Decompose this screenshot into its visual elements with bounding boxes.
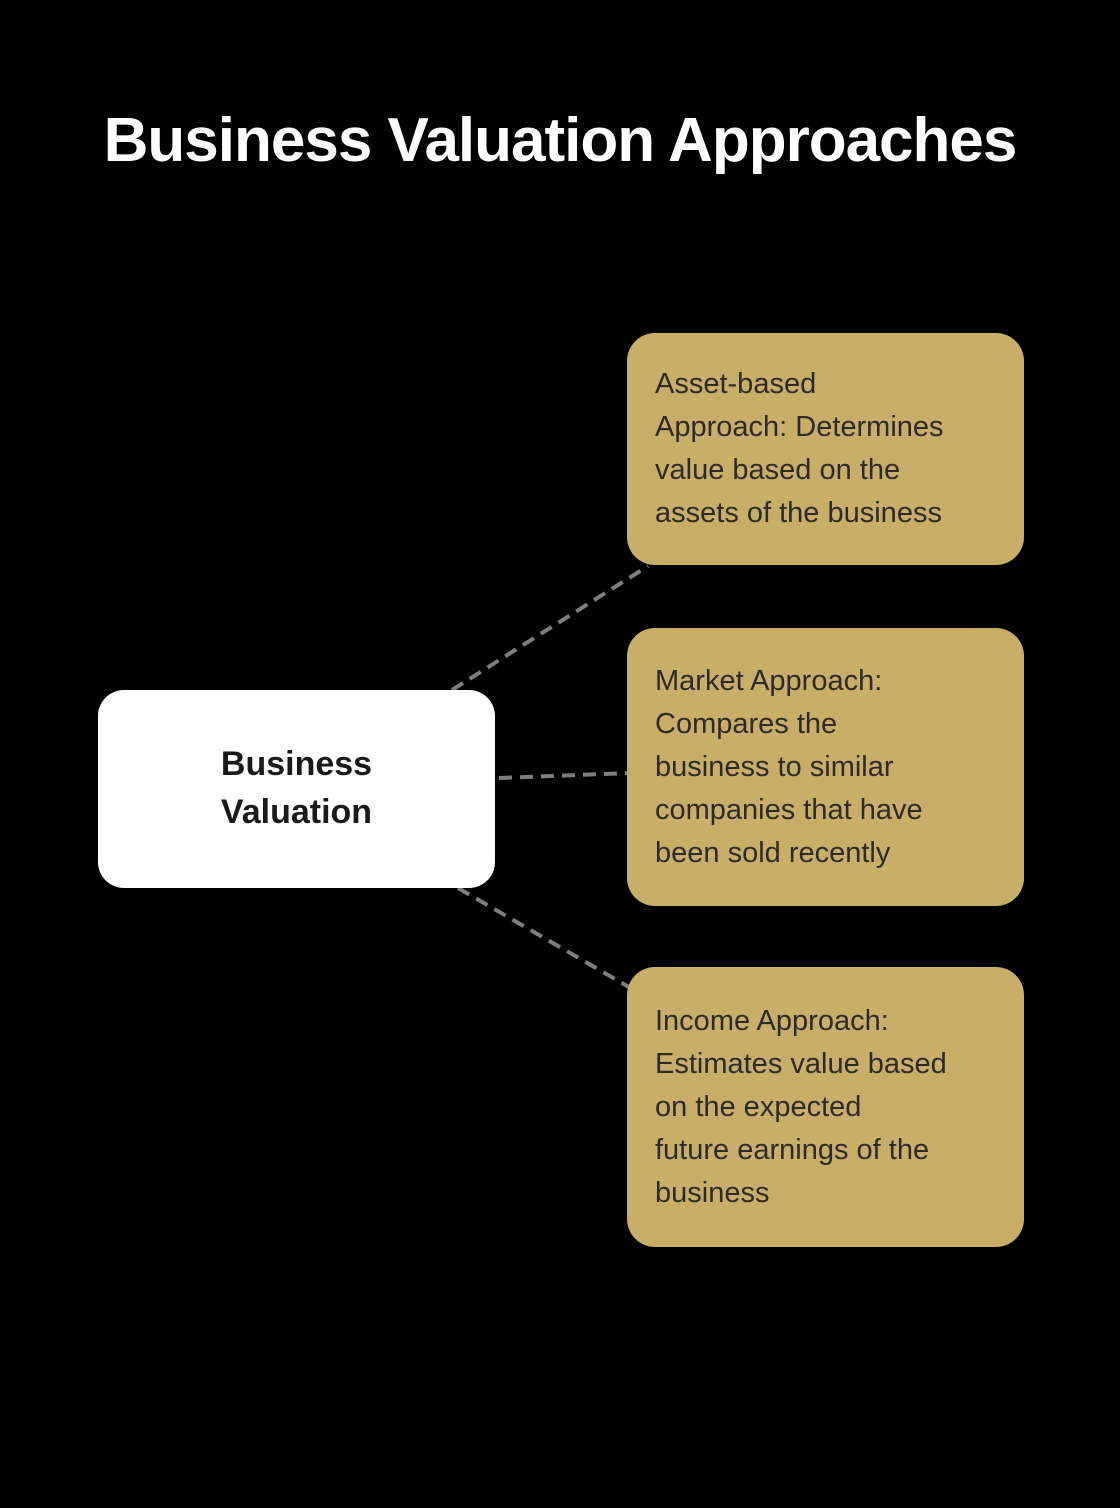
branch-node-text: Income Approach: Estimates value based o… [655,1004,947,1209]
connector-market-line [498,771,630,780]
connector-income-line [456,886,636,992]
branch-node-asset-based-approach: Asset-based Approach: Determines value b… [627,333,1024,565]
branch-node-text: Market Approach: Compares the business t… [655,664,923,869]
connector-asset-line [450,564,650,692]
root-node-business-valuation: Business Valuation [98,690,495,888]
root-node-label: Business Valuation [220,745,373,831]
page-title: Business Valuation Approaches [103,106,1018,175]
branch-node-income-approach: Income Approach: Estimates value based o… [627,967,1024,1247]
branch-node-text: Asset-based Approach: Determines value b… [655,368,944,529]
branch-node-market-approach: Market Approach: Compares the business t… [627,628,1024,906]
